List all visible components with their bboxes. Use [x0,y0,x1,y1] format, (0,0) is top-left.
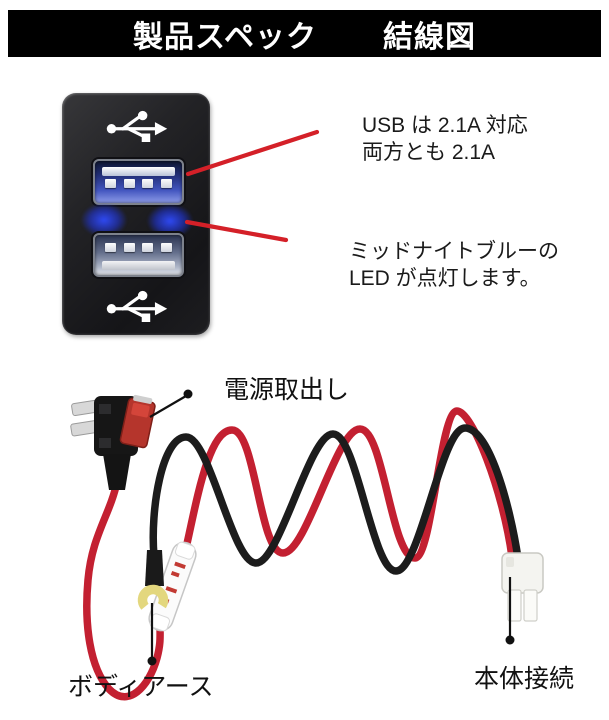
pointer-power [149,395,187,418]
body-ground-label: ボディアース [68,673,214,701]
black-wire-ground [149,424,522,575]
led-glow-left [81,203,127,237]
usb-spec-note: USB は 2.1A 対応 両方とも 2.1A [362,112,528,166]
led-spec-note-line1: ミッドナイトブルーの [349,240,559,263]
usb-a-port-lower [93,233,184,277]
usb-a-port-upper [93,159,184,205]
usb-switch-panel [62,93,210,335]
pointer-dot-power [183,389,193,399]
usb-port-tongue [102,261,175,270]
inline-fuse-holder [148,541,197,632]
fuse-tap [70,394,156,490]
usb-spec-note-line1: USB は 2.1A 対応 [362,114,528,137]
pointer-dot-unit [505,635,515,645]
unit-connector [501,552,544,622]
callout-pointers [149,395,512,659]
usb-port-pins [105,243,172,252]
power-takeout-label: 電源取出し [224,376,350,404]
usb-trident-icon [106,290,168,322]
usb-port-pins [105,179,172,188]
mini-fuse [119,394,156,449]
spec-title: 製品スペック [133,20,317,54]
diagram-title: 結線図 [382,20,476,54]
header-bar: 製品スペック 結線図 [8,10,601,57]
usb-spec-note-line2: 両方とも 2.1A [362,141,496,164]
usb-trident-icon [106,110,168,142]
red-wire-power [182,407,516,562]
callout-line-usb-note [185,129,320,177]
ground-crimp [145,550,164,586]
red-wire-ground-loop [83,478,164,701]
unit-connection-label: 本体接続 [474,665,575,693]
pointer-dot-ground [147,656,157,666]
led-spec-note: ミッドナイトブルーの LED が点灯します。 [349,238,559,292]
fork-terminal [137,584,169,616]
fuse-tap-sleeve [103,454,131,490]
led-spec-note-line2: LED が点灯します。 [349,267,541,290]
callout-line-led-note [184,219,289,243]
usb-port-tongue [102,167,175,176]
